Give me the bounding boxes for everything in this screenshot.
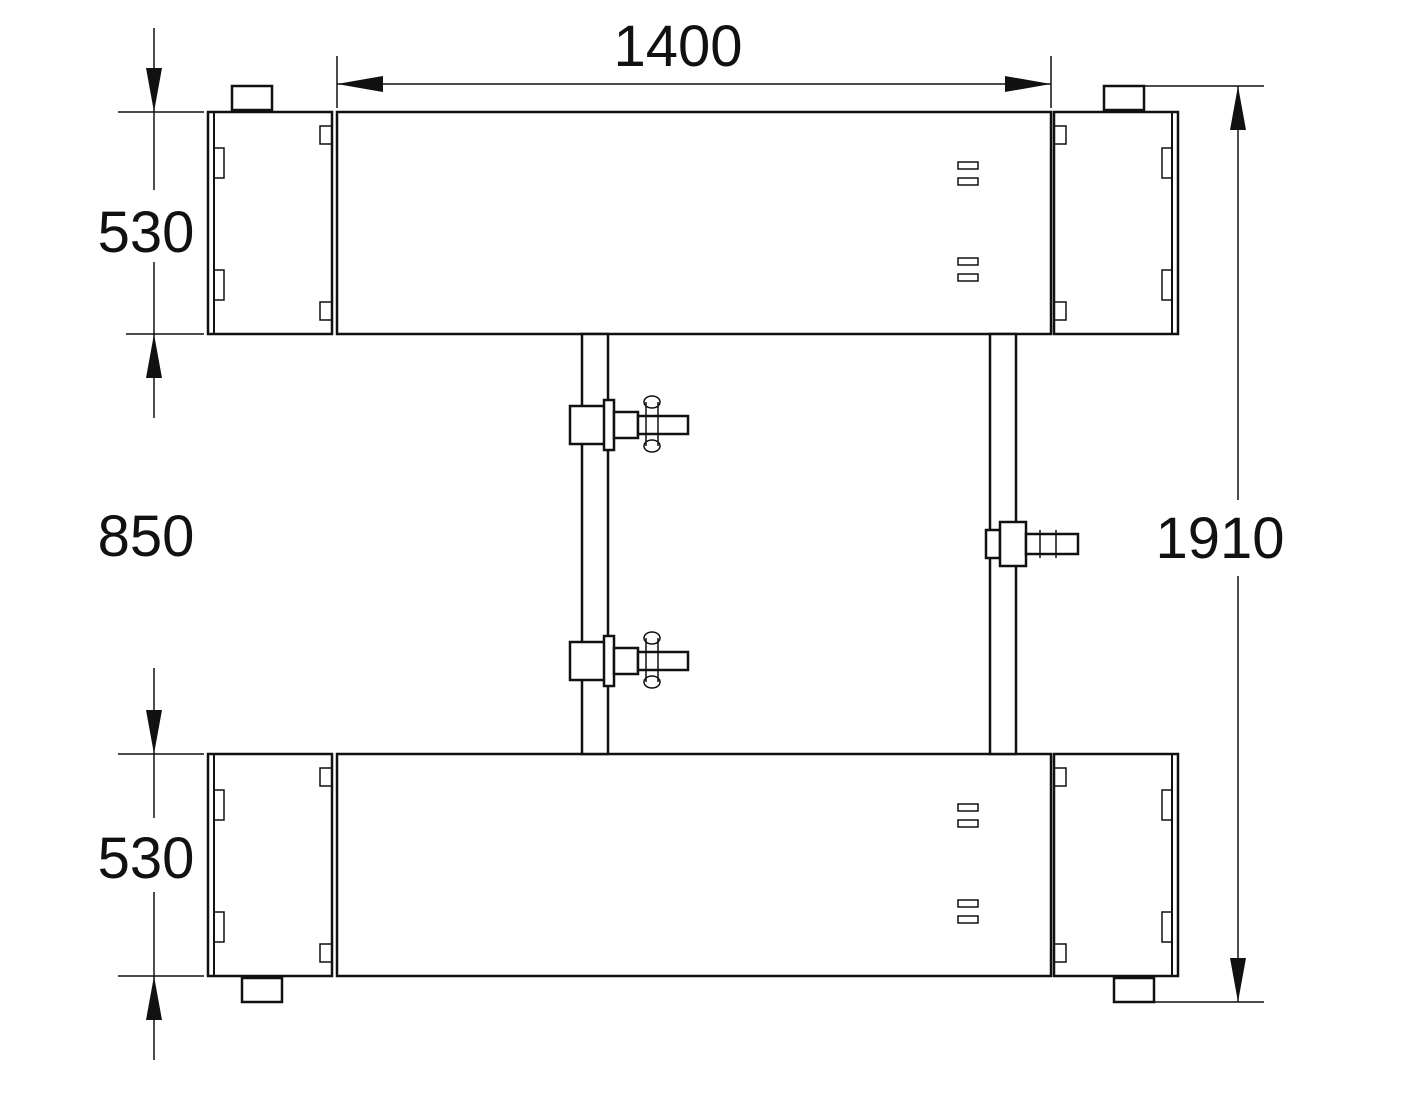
lower-module <box>206 752 1180 1004</box>
dimension-gap-depth-label: 850 <box>98 504 195 569</box>
clamp-lower-left <box>568 631 690 689</box>
lower-slot-markings <box>957 803 979 924</box>
upper-left-endcap <box>206 110 334 336</box>
dimension-width-label: 1400 <box>613 14 742 79</box>
lower-main-body <box>335 752 1053 978</box>
dimension-total-depth: 1910 <box>1140 85 1285 1003</box>
upper-right-stud <box>1102 84 1146 112</box>
clamp-upper-left <box>568 395 690 453</box>
lower-left-stud <box>240 976 284 1004</box>
dimension-upper-depth: 530 <box>98 28 204 418</box>
lower-left-endcap <box>206 752 334 978</box>
dimension-gap-depth: 850 <box>98 504 195 569</box>
clamp-right <box>984 520 1080 568</box>
dimension-lower-depth-label: 530 <box>98 826 195 891</box>
lower-right-stud <box>1112 976 1156 1004</box>
upper-slot-markings <box>957 161 979 282</box>
left-post <box>580 332 610 756</box>
dimension-upper-depth-label: 530 <box>98 200 195 265</box>
dimension-total-depth-label: 1910 <box>1155 506 1284 571</box>
dimension-width: 1400 <box>336 14 1052 108</box>
upper-module <box>206 84 1180 336</box>
lower-right-endcap <box>1052 752 1180 978</box>
dimension-lower-depth: 530 <box>98 668 204 1060</box>
upper-right-endcap <box>1052 110 1180 336</box>
upper-main-body <box>335 110 1053 336</box>
upper-left-stud <box>230 84 274 112</box>
